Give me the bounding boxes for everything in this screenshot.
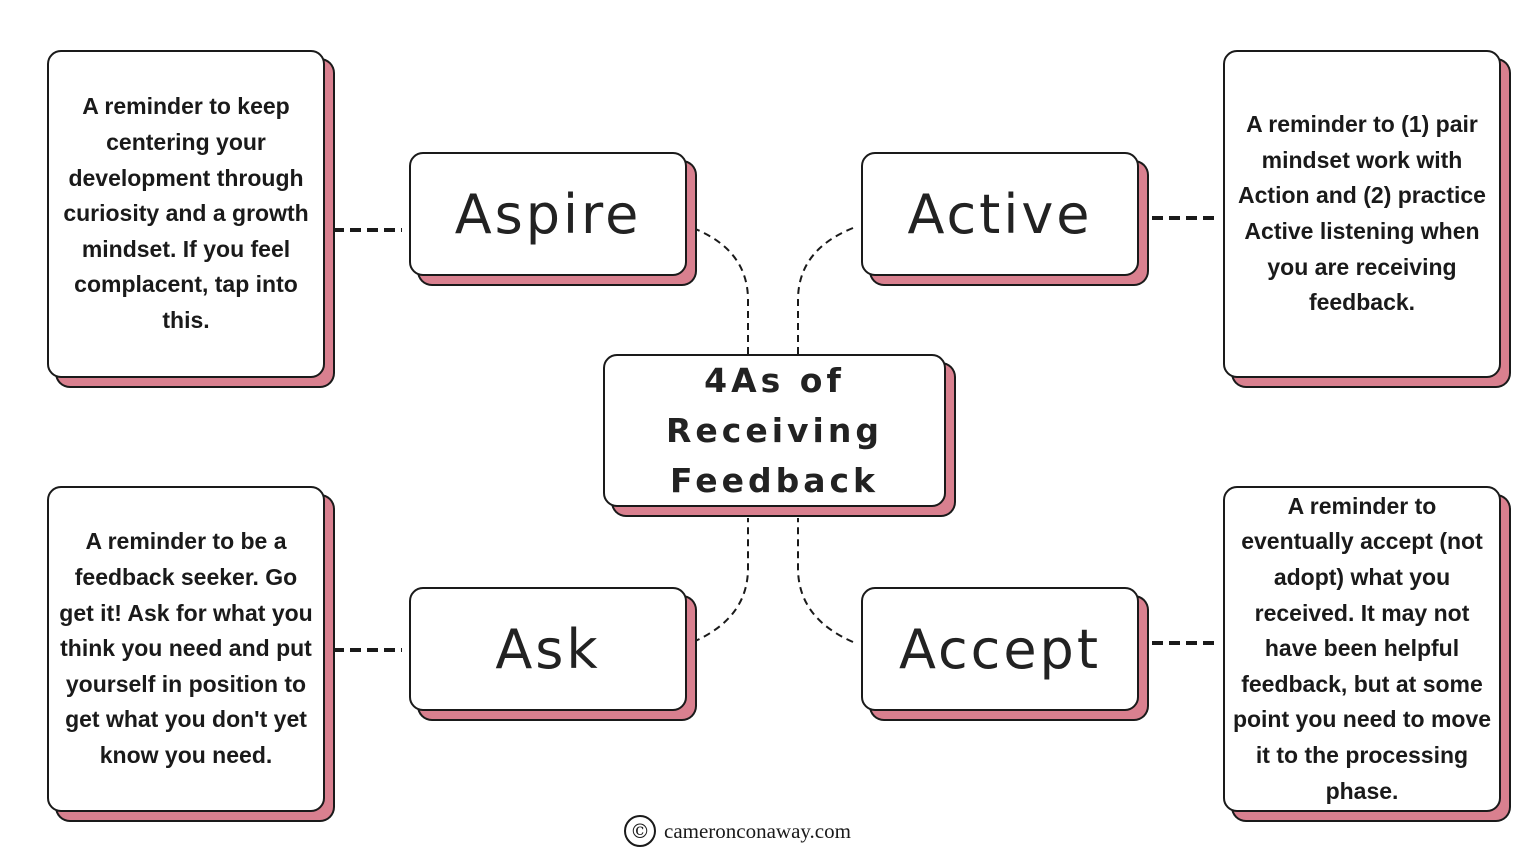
connector-accept <box>797 518 854 643</box>
active-description: A reminder to (1) pair mindset work with… <box>1238 111 1486 316</box>
aspire-description: A reminder to keep centering your develo… <box>63 93 309 333</box>
footer-link-text[interactable]: cameronconaway.com <box>664 818 851 843</box>
connector-active <box>797 227 854 355</box>
ask-label: Ask <box>495 617 601 681</box>
center-title: 4As of Receiving Feedback <box>666 360 883 500</box>
accept-card: Accept <box>861 587 1139 711</box>
active-card: Active <box>861 152 1139 276</box>
aspire-card: Aspire <box>409 152 687 276</box>
ask-card: Ask <box>409 587 687 711</box>
ask-description-card: A reminder to be a feedback seeker. Go g… <box>47 486 325 812</box>
accept-description: A reminder to eventually accept (not ado… <box>1232 492 1492 804</box>
connector-aspire <box>692 227 749 355</box>
footer-credit: © cameronconaway.com <box>624 815 851 847</box>
aspire-description-card: A reminder to keep centering your develo… <box>47 50 325 378</box>
aspire-label: Aspire <box>454 182 642 246</box>
active-label: Active <box>907 182 1093 246</box>
connector-ask <box>692 518 749 643</box>
accept-description-card: A reminder to eventually accept (not ado… <box>1223 486 1501 812</box>
accept-label: Accept <box>898 617 1102 681</box>
ask-description: A reminder to be a feedback seeker. Go g… <box>59 528 313 768</box>
center-card: 4As of Receiving Feedback <box>603 354 946 507</box>
active-description-card: A reminder to (1) pair mindset work with… <box>1223 50 1501 378</box>
copyright-icon: © <box>624 815 656 847</box>
